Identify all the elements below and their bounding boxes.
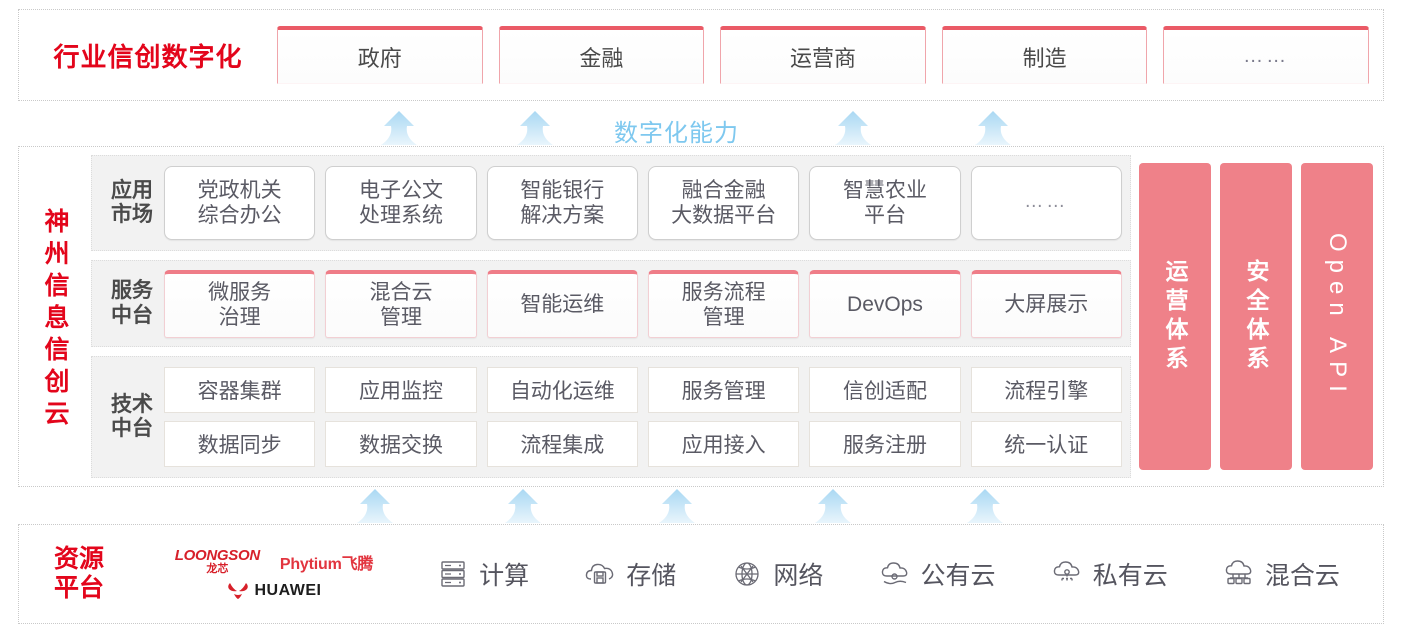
hybrid-cloud-icon xyxy=(1222,557,1256,591)
resource-item-label: 混合云 xyxy=(1264,562,1340,590)
cloud-panel-title-text: 神州信息信创云 xyxy=(41,207,69,432)
industry-box-more[interactable]: …… xyxy=(1163,26,1369,84)
resource-item-hybrid-cloud[interactable]: 混合云 xyxy=(1222,556,1340,592)
resource-item-label: 计算 xyxy=(479,562,530,590)
resource-item-public-cloud[interactable]: 公有云 xyxy=(878,556,996,592)
tech-card-data-sync[interactable]: 数据同步 xyxy=(164,421,316,468)
capability-label: 数字化能力 xyxy=(614,120,739,147)
resource-item-storage[interactable]: 存储 xyxy=(583,556,676,592)
up-arrow-icon xyxy=(810,487,856,525)
up-arrow-icon xyxy=(962,487,1008,525)
layer-service-platform: 服务 中台 微服务 治理 混合云 管 xyxy=(91,259,1131,348)
industry-box-telecom[interactable]: 运营商 xyxy=(720,26,926,84)
resource-platform-band: 资源 平台 LOONGSON 龙芯 Phytium飞腾 xyxy=(18,524,1384,624)
resource-item-private-cloud[interactable]: 私有云 xyxy=(1050,556,1168,592)
huawei-petal-icon xyxy=(227,582,249,600)
layer-application-market: 应用 市场 党政机关 综合办公 电子公文 xyxy=(91,155,1131,251)
resource-item-label: 存储 xyxy=(626,562,677,590)
service-card-hybrid-cloud-management[interactable]: 混合云 管理 xyxy=(325,269,477,338)
service-card-list: 微服务 治理 混合云 管理 智能运维 xyxy=(164,269,1122,338)
industry-band-title: 行业信创数字化 xyxy=(53,41,243,72)
app-card-smart-bank[interactable]: 智能银行 解决方案 xyxy=(486,165,638,240)
service-card-intelligent-ops[interactable]: 智能运维 xyxy=(486,269,638,338)
up-arrow-icon xyxy=(352,487,398,525)
cloud-panel: 神州信息信创云 应用 市场 党政机关 综合办公 xyxy=(18,146,1384,487)
resource-item-compute[interactable]: 计算 xyxy=(436,556,529,592)
cloud-storage-icon xyxy=(583,557,617,591)
resource-item-label: 网络 xyxy=(773,562,824,590)
tech-card-service-registry[interactable]: 服务注册 xyxy=(809,421,961,468)
technical-card-row: 容器集群 应用监控 自动化运维 服务管理 信创适配 流程引擎 xyxy=(164,367,1122,414)
huawei-logo: HUAWEI xyxy=(227,582,322,600)
up-arrow-icon xyxy=(500,487,546,525)
vendor-logo-row: LOONGSON 龙芯 Phytium飞腾 xyxy=(174,547,374,575)
capability-arrow-gap: 数字化能力 xyxy=(18,103,1384,147)
app-card-government-office[interactable]: 党政机关 综合办公 xyxy=(164,165,316,240)
technical-card-grid: 容器集群 应用监控 自动化运维 服务管理 信创适配 流程引擎 数据同步 数据交换… xyxy=(164,367,1122,468)
tech-card-container-cluster[interactable]: 容器集群 xyxy=(164,367,316,414)
phytium-logo: Phytium飞腾 xyxy=(279,555,374,573)
app-card-more[interactable]: …… xyxy=(970,165,1122,240)
resource-item-list: 计算 存储 xyxy=(409,556,1383,592)
cloud-layer-stack: 应用 市场 党政机关 综合办公 电子公文 xyxy=(91,155,1131,478)
tech-card-app-access[interactable]: 应用接入 xyxy=(647,421,800,468)
vendor-logo-row: HUAWEI xyxy=(227,582,322,600)
resource-item-label: 私有云 xyxy=(1092,562,1168,590)
pillar-security-system[interactable]: 安全体系 xyxy=(1220,163,1292,470)
app-card-edoc-system[interactable]: 电子公文 处理系统 xyxy=(325,165,477,240)
technical-card-row: 数据同步 数据交换 流程集成 应用接入 服务注册 统一认证 xyxy=(164,421,1122,468)
layer-technical-platform: 技术 中台 容器集群 应用监控 自动化运维 服务管理 信创适配 流程引擎 xyxy=(91,356,1131,478)
service-card-microservice-governance[interactable]: 微服务 治理 xyxy=(164,269,316,338)
industry-box-government[interactable]: 政府 xyxy=(277,26,483,84)
app-card-finance-bigdata[interactable]: 融合金融 大数据平台 xyxy=(647,165,800,240)
industry-box-list: 政府 金融 运营商 制造 …… xyxy=(277,26,1383,84)
resource-arrow-gap xyxy=(18,487,1384,525)
tech-card-process-engine[interactable]: 流程引擎 xyxy=(970,367,1122,414)
vendor-logo-list: LOONGSON 龙芯 Phytium飞腾 HUAWEI xyxy=(139,548,409,600)
industry-box-manufacturing[interactable]: 制造 xyxy=(941,26,1148,84)
up-arrow-icon xyxy=(970,109,1016,147)
application-card-list: 党政机关 综合办公 电子公文 处理系统 智能银行 xyxy=(164,165,1122,240)
cloud-panel-title: 神州信息信创云 xyxy=(19,147,91,486)
tech-card-process-integration[interactable]: 流程集成 xyxy=(486,421,638,468)
layer-label-application-market: 应用 市场 xyxy=(111,178,153,226)
tech-card-service-management[interactable]: 服务管理 xyxy=(647,367,800,414)
resource-item-label: 公有云 xyxy=(920,562,996,590)
tech-card-xinchuang-adaptation[interactable]: 信创适配 xyxy=(809,367,961,414)
loongson-logo: LOONGSON 龙芯 xyxy=(174,547,260,575)
tech-card-automated-ops[interactable]: 自动化运维 xyxy=(486,367,638,414)
layer-label-technical-platform: 技术 中台 xyxy=(111,393,153,441)
network-globe-icon xyxy=(730,557,764,591)
tech-card-app-monitoring[interactable]: 应用监控 xyxy=(325,367,477,414)
up-arrow-icon xyxy=(654,487,700,525)
tech-card-data-exchange[interactable]: 数据交换 xyxy=(325,421,477,468)
server-icon xyxy=(436,557,470,591)
tech-card-unified-auth[interactable]: 统一认证 xyxy=(970,421,1122,468)
app-card-smart-agriculture[interactable]: 智慧农业 平台 xyxy=(809,165,961,240)
layer-label-service-platform: 服务 中台 xyxy=(111,279,153,327)
resource-platform-title: 资源 平台 xyxy=(53,544,104,603)
up-arrow-icon xyxy=(512,109,558,147)
up-arrow-icon xyxy=(376,109,422,147)
pillar-operations-system[interactable]: 运营体系 xyxy=(1139,163,1211,470)
private-cloud-icon xyxy=(1050,557,1084,591)
public-cloud-icon xyxy=(878,557,912,591)
service-card-dashboard[interactable]: 大屏展示 xyxy=(970,269,1122,338)
resource-item-network[interactable]: 网络 xyxy=(730,556,823,592)
industry-box-finance[interactable]: 金融 xyxy=(498,26,705,84)
industry-band: 行业信创数字化 政府 金融 运营商 制造 …… xyxy=(18,9,1384,101)
pillar-list: 运营体系 安全体系 Open API xyxy=(1139,155,1373,478)
up-arrow-icon xyxy=(830,109,876,147)
service-card-process-management[interactable]: 服务流程 管理 xyxy=(647,269,800,338)
pillar-open-api[interactable]: Open API xyxy=(1301,163,1373,470)
cloud-panel-body: 应用 市场 党政机关 综合办公 电子公文 xyxy=(91,147,1383,486)
service-card-devops[interactable]: DevOps xyxy=(809,269,961,338)
